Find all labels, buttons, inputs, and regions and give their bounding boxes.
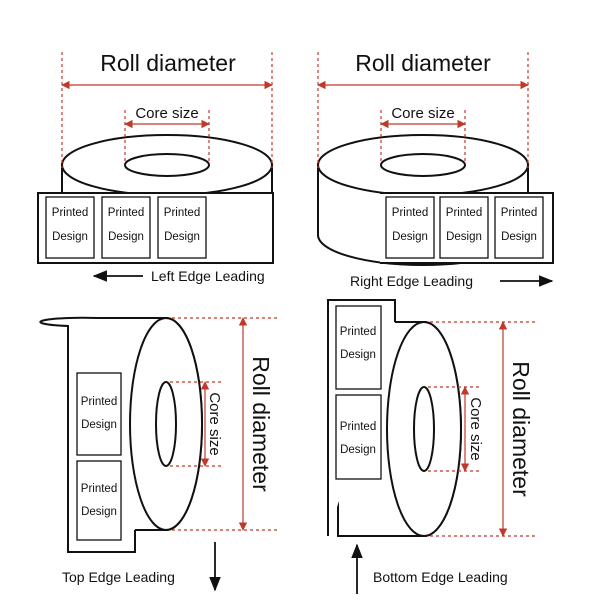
core-size-label: Core size <box>467 397 484 460</box>
label-1: Printed Design <box>385 196 435 259</box>
label-line2: Design <box>108 231 144 243</box>
panel-right-edge-leading: Printed Design Printed Design Printed De… <box>317 50 554 289</box>
label-1: Printed Design <box>76 372 122 456</box>
roll-diameter-label: Roll diameter <box>248 356 274 492</box>
label-line2: Design <box>340 444 376 456</box>
core-size-label: Core size <box>206 392 223 455</box>
roll-core <box>124 153 210 177</box>
label-2: Printed Design <box>439 196 489 259</box>
roll <box>337 321 462 537</box>
roll-core <box>155 381 177 467</box>
core-size-dimension <box>428 386 482 472</box>
label-1: Printed Design <box>335 305 382 390</box>
label-3: Printed Design <box>494 196 544 259</box>
label-3: Printed Design <box>157 196 207 259</box>
label-2: Printed Design <box>76 460 122 541</box>
label-line1: Printed <box>392 207 428 219</box>
label-line2: Design <box>81 506 117 518</box>
roll-diameter-dimension <box>61 52 273 168</box>
core-size-label: Core size <box>135 105 198 122</box>
label-line2: Design <box>340 349 376 361</box>
label-line2: Design <box>501 231 537 243</box>
caption: Top Edge Leading <box>62 569 175 585</box>
panel-bottom-edge-leading: Printed Design Printed Design Roll diame… <box>327 299 538 594</box>
caption: Right Edge Leading <box>350 273 473 289</box>
core-size-dimension <box>124 110 210 163</box>
label-line1: Printed <box>52 207 88 219</box>
label-2: Printed Design <box>335 394 382 480</box>
label-line2: Design <box>392 231 428 243</box>
label-line1: Printed <box>81 396 117 408</box>
label-line2: Design <box>81 419 117 431</box>
roll-core <box>413 386 435 472</box>
label-1: Printed Design <box>45 196 95 259</box>
roll-diameter-dimension <box>317 52 529 168</box>
roll-core <box>380 153 466 177</box>
label-2: Printed Design <box>101 196 151 259</box>
roll-diameter-label: Roll diameter <box>355 50 491 76</box>
label-line1: Printed <box>164 207 200 219</box>
label-line1: Printed <box>340 421 376 433</box>
label-line2: Design <box>164 231 200 243</box>
label-line1: Printed <box>501 207 537 219</box>
label-line1: Printed <box>108 207 144 219</box>
roll-diameter-dimension <box>172 317 278 531</box>
panel-left-edge-leading: Printed Design Printed Design Printed De… <box>37 50 274 284</box>
panel-top-edge-leading: Printed Design Printed Design Roll diame… <box>39 316 278 592</box>
label-line2: Design <box>446 231 482 243</box>
core-size-dimension <box>170 381 222 467</box>
core-size-label: Core size <box>391 105 454 122</box>
roll-diameter-label: Roll diameter <box>100 50 236 76</box>
label-line1: Printed <box>340 326 376 338</box>
label-line2: Design <box>52 231 88 243</box>
label-line1: Printed <box>81 483 117 495</box>
core-size-dimension <box>380 110 466 163</box>
roll-diameter-dimension <box>430 321 538 537</box>
caption: Bottom Edge Leading <box>373 569 508 585</box>
caption: Left Edge Leading <box>151 268 265 284</box>
label-line1: Printed <box>446 207 482 219</box>
roll-diameter-label: Roll diameter <box>508 361 534 497</box>
